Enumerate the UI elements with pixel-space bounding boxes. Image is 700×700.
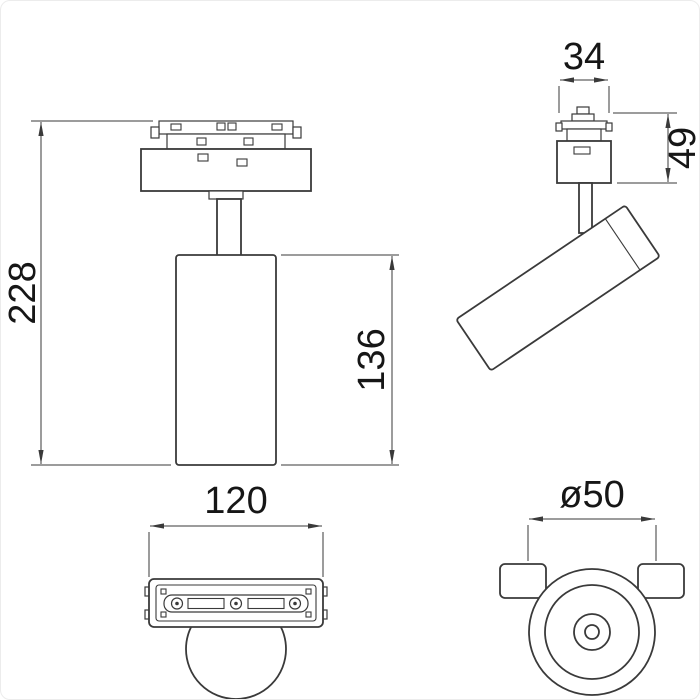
screw-center <box>293 601 297 606</box>
slot-segment <box>187 597 225 610</box>
connector-contact <box>271 123 283 131</box>
head-tab-left <box>499 563 547 599</box>
screw-center <box>234 601 238 606</box>
dim-total-height: 228 <box>2 120 171 466</box>
head-view <box>499 563 685 696</box>
side-track-connector <box>555 106 613 142</box>
adapter-detail <box>236 158 248 167</box>
bottom-adapter-inner <box>155 584 317 622</box>
connector-knob <box>576 106 590 115</box>
screw-center <box>175 601 179 606</box>
connector-top-plate <box>158 120 294 135</box>
cylinder-outline <box>456 205 660 371</box>
stem <box>216 198 242 258</box>
dim-label-track-width: 34 <box>563 36 605 78</box>
dim-head-diameter: ø50 <box>527 474 657 561</box>
head-lens-ring <box>573 613 611 651</box>
side-adapter-housing <box>556 140 612 184</box>
connector-contact <box>243 137 254 146</box>
connector-right-clip <box>605 122 613 132</box>
slot-segment <box>247 597 285 610</box>
connector-left-clip <box>150 126 160 139</box>
head-outer-circle <box>528 568 656 696</box>
cylinder-body <box>175 254 277 466</box>
side-cylinder-body <box>456 205 660 371</box>
dim-label-head-diameter: ø50 <box>559 474 624 516</box>
dim-label-total-height: 228 <box>2 261 44 324</box>
dim-adapter-height: 49 <box>613 112 700 184</box>
cylinder-cap-line <box>604 218 641 271</box>
corner-screw-mark <box>160 588 167 595</box>
adapter-housing <box>140 148 312 192</box>
connector-lower-block <box>566 128 602 142</box>
stem-collar <box>208 190 244 200</box>
dim-label-adapter-height: 49 <box>662 127 700 169</box>
connector-contact <box>227 122 237 131</box>
connector-contact <box>216 122 226 131</box>
dim-adapter-length: 120 <box>148 480 324 577</box>
head-tab-right <box>637 563 685 599</box>
corner-screw-mark <box>160 611 167 618</box>
connector-right-clip <box>292 126 302 139</box>
adapter-detail <box>197 153 209 162</box>
connector-knob-base <box>571 113 595 122</box>
track-connector <box>150 120 302 150</box>
connector-contact <box>170 123 182 131</box>
corner-screw-mark <box>305 611 312 618</box>
adapter-detail <box>573 146 591 155</box>
bottom-view <box>144 578 328 699</box>
connector-top-plate <box>560 120 608 130</box>
connector-left-clip <box>555 122 563 132</box>
side-stem <box>578 182 593 234</box>
corner-screw-mark <box>305 588 312 595</box>
front-view <box>140 120 312 466</box>
head-bezel-ring <box>544 584 640 680</box>
head-center-circle <box>584 624 600 640</box>
connector-contact <box>196 137 207 146</box>
dim-label-body-height: 136 <box>351 328 393 391</box>
dim-body-height: 136 <box>281 254 399 466</box>
dim-label-adapter-length: 120 <box>204 480 267 522</box>
dim-track-width: 34 <box>558 36 610 113</box>
connector-lower-block <box>166 133 286 150</box>
side-view <box>456 106 660 371</box>
